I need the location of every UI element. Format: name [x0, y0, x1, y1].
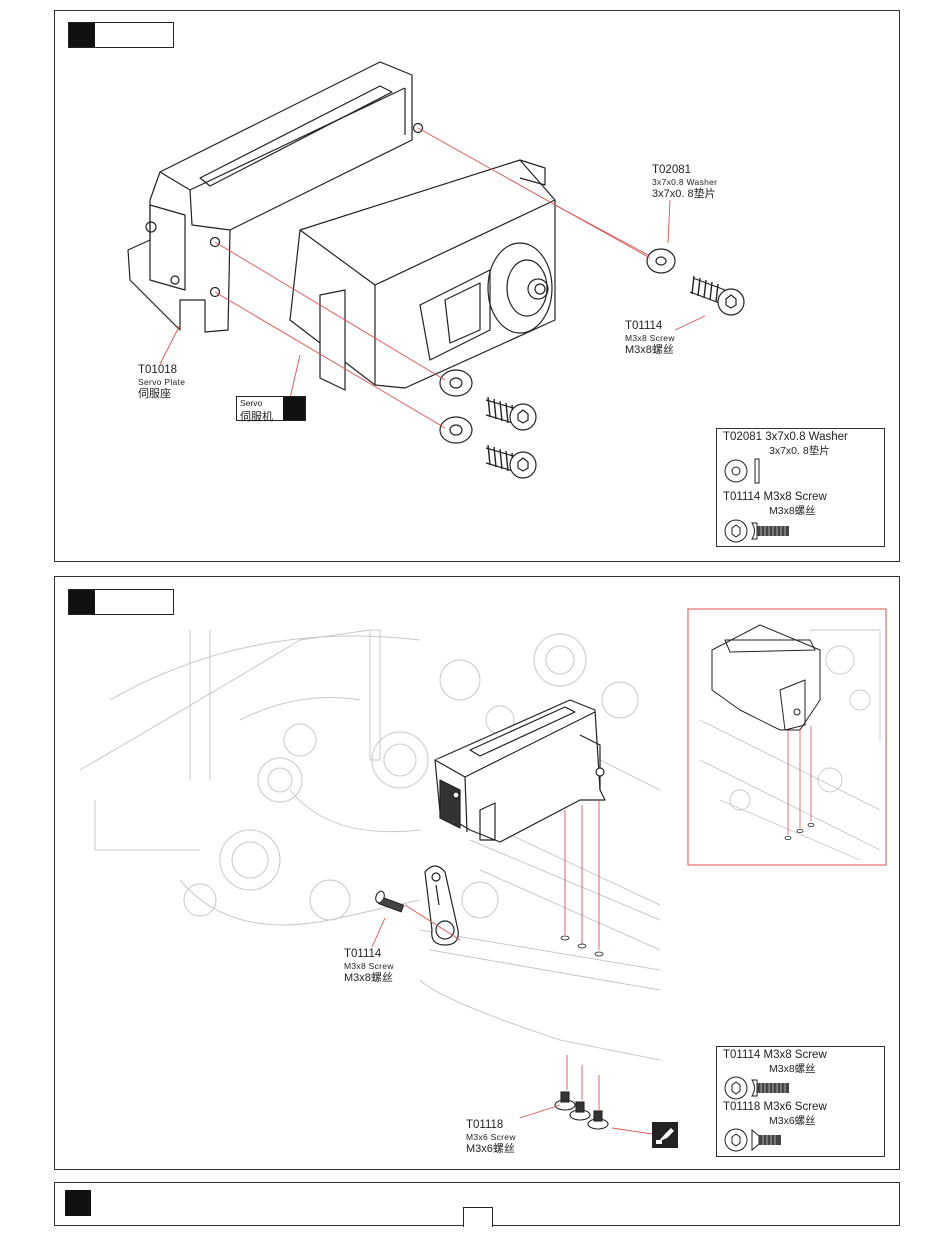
m3x8-part-number: T01114 — [344, 948, 394, 960]
inset-view — [688, 609, 886, 865]
step-2-m3x8-callout: T01114 M3x8 Screw M3x8螺丝 — [344, 948, 394, 984]
footer-marker — [65, 1190, 91, 1216]
flat-head-screw-icon — [721, 1125, 801, 1155]
step-2-m3x6-callout: T01118 M3x6 Screw M3x6螺丝 — [466, 1119, 516, 1155]
step-2-parts-legend: T01114 M3x8 Screw M3x8螺丝 T01118 M3x6 Scr… — [716, 1046, 885, 1157]
button-head-screw-icon — [721, 1073, 801, 1103]
chassis-ghost-drawing — [80, 630, 660, 1060]
step-2-screws — [374, 890, 608, 1129]
servo-assembly-drawing — [435, 700, 605, 842]
m3x8-chinese-name: M3x8螺丝 — [344, 972, 394, 984]
servo-horn-drawing — [425, 866, 458, 945]
m3x8-english-name: M3x8 Screw — [344, 960, 394, 972]
page-number-tab — [463, 1207, 493, 1227]
legend-m3x8-title: T01114 M3x8 Screw — [723, 1049, 827, 1061]
threadlock-icon — [652, 1122, 678, 1148]
m3x6-english-name: M3x6 Screw — [466, 1131, 516, 1143]
m3x6-part-number: T01118 — [466, 1119, 516, 1131]
m3x6-chinese-name: M3x6螺丝 — [466, 1143, 516, 1155]
